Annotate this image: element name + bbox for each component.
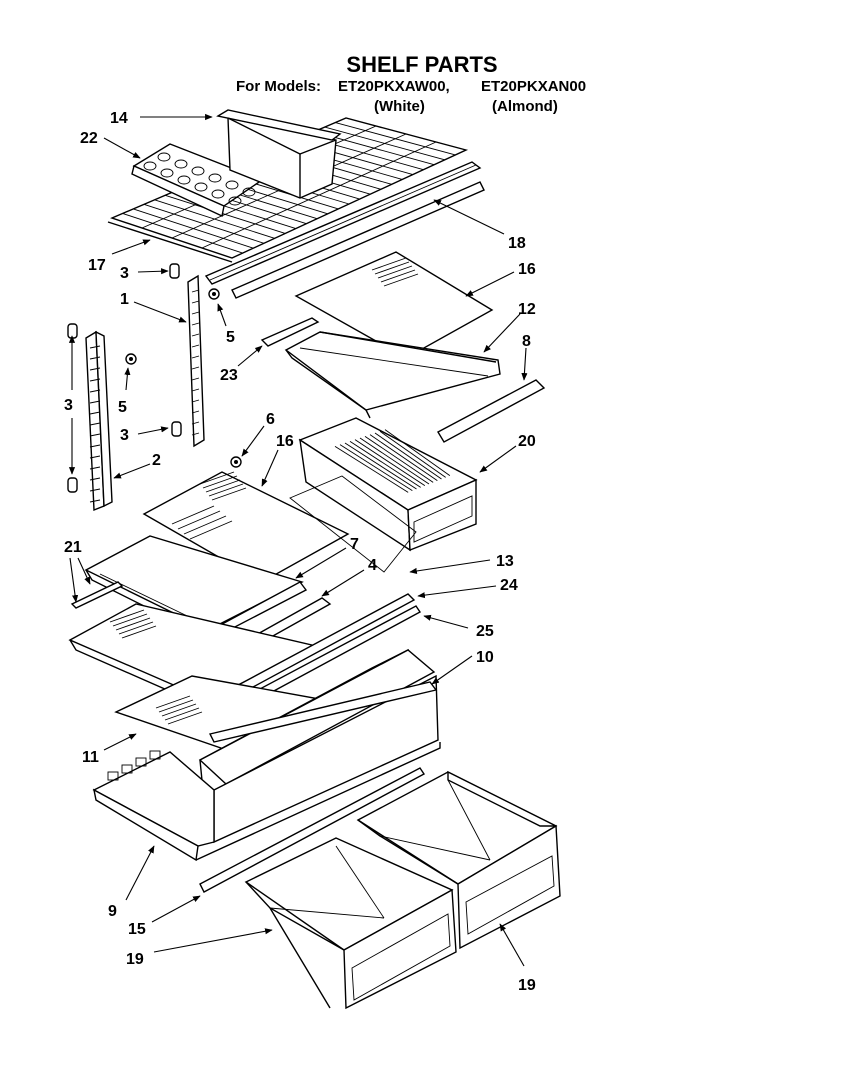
callout-1: 1 bbox=[120, 291, 129, 308]
shelf-frame-12 bbox=[284, 331, 501, 419]
callout-19-left: 19 bbox=[126, 951, 144, 968]
screws bbox=[125, 288, 242, 468]
shelf-support-23 bbox=[260, 317, 320, 347]
callout-8: 8 bbox=[522, 333, 531, 350]
ladder-clips bbox=[67, 263, 182, 493]
callout-5-upper: 5 bbox=[226, 329, 235, 346]
callout-6: 6 bbox=[266, 411, 275, 428]
callout-24: 24 bbox=[500, 577, 518, 594]
shelf-ladder-1 bbox=[187, 274, 205, 448]
callout-3-left: 3 bbox=[64, 397, 73, 414]
color-almond-label: (Almond) bbox=[492, 98, 558, 115]
glass-shelf-upper bbox=[294, 251, 494, 359]
callout-25: 25 bbox=[476, 623, 494, 640]
callout-22: 22 bbox=[80, 130, 98, 147]
callout-17: 17 bbox=[88, 257, 106, 274]
callout-3-top: 3 bbox=[120, 265, 129, 282]
callout-23: 23 bbox=[220, 367, 238, 384]
callout-3-mid: 3 bbox=[120, 427, 129, 444]
page-title: SHELF PARTS bbox=[346, 52, 497, 77]
glass-shelf-13 bbox=[289, 475, 417, 573]
callout-21: 21 bbox=[64, 539, 82, 556]
callout-20: 20 bbox=[518, 433, 536, 450]
door-bin-14 bbox=[216, 109, 342, 199]
callout-15: 15 bbox=[128, 921, 146, 938]
callout-16-lower: 16 bbox=[276, 433, 294, 450]
crisper-trim-15 bbox=[199, 767, 426, 893]
callout-2: 2 bbox=[152, 452, 161, 469]
callout-4: 4 bbox=[368, 557, 377, 574]
meat-pan-20 bbox=[298, 417, 478, 552]
shelf-trim-8 bbox=[437, 379, 546, 443]
callout-14: 14 bbox=[110, 110, 128, 127]
model-almond: ET20PKXAN00 bbox=[481, 78, 586, 95]
callout-5-lower: 5 bbox=[118, 399, 127, 416]
rod-21 bbox=[70, 581, 124, 609]
callout-19-right: 19 bbox=[518, 977, 536, 994]
shelf-ladder-2 bbox=[85, 330, 113, 512]
callout-12: 12 bbox=[518, 301, 536, 318]
crisper-drawer-left bbox=[244, 837, 457, 1010]
callout-18: 18 bbox=[508, 235, 526, 252]
color-white-label: (White) bbox=[374, 98, 425, 115]
crisper-cover-9 bbox=[92, 648, 441, 862]
callout-10: 10 bbox=[476, 649, 494, 666]
callout-13: 13 bbox=[496, 553, 514, 570]
shelf-trim-18 bbox=[204, 161, 485, 299]
model-white: ET20PKXAW00, bbox=[338, 78, 450, 95]
callout-11: 11 bbox=[82, 749, 99, 766]
callout-leaders bbox=[68, 113, 528, 967]
callout-7: 7 bbox=[350, 536, 359, 553]
callout-16-upper: 16 bbox=[518, 261, 536, 278]
crisper-trim-10 bbox=[208, 681, 438, 743]
callout-labels: 14 22 18 17 16 3 1 5 12 8 23 3 5 3 6 16 … bbox=[64, 110, 536, 994]
for-models-label: For Models: bbox=[236, 78, 321, 95]
crisper-drawer-right bbox=[356, 770, 561, 950]
callout-9: 9 bbox=[108, 903, 117, 920]
